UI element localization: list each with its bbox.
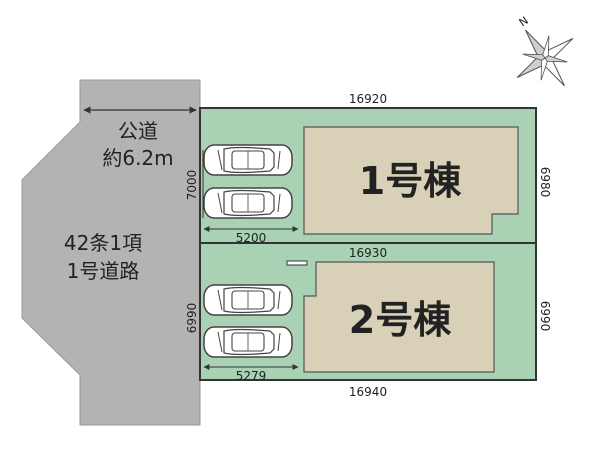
utility-marker bbox=[286, 260, 308, 266]
dim-lot2-parking-width: 5279 bbox=[236, 369, 267, 383]
compass-north-label: N bbox=[517, 14, 531, 29]
building-2-label: 2号棟 bbox=[349, 298, 452, 342]
car-icon bbox=[203, 326, 293, 358]
dim-lot2-left-depth: 6990 bbox=[185, 303, 199, 334]
car-icon bbox=[203, 144, 293, 176]
dim-top-width: 16920 bbox=[349, 92, 387, 106]
building-1 bbox=[303, 126, 519, 235]
dim-lot1-left-depth: 7000 bbox=[185, 170, 199, 201]
dim-lot2-right-depth: 6990 bbox=[538, 301, 552, 332]
building-2 bbox=[303, 261, 495, 373]
road-label-4: 1号道路 bbox=[67, 259, 140, 283]
dim-lot1-parking-width: 5200 bbox=[236, 231, 267, 245]
dim-bottom-width: 16940 bbox=[349, 385, 387, 399]
road-label-1: 公道 bbox=[118, 119, 158, 143]
road-label-3: 42条1項 bbox=[64, 231, 142, 255]
car-icon bbox=[203, 187, 293, 219]
building-1-label: 1号棟 bbox=[359, 159, 462, 203]
dim-lot1-right-depth: 6980 bbox=[538, 167, 552, 198]
compass-rose-icon bbox=[516, 29, 574, 87]
dim-middle-width: 16930 bbox=[349, 246, 387, 260]
car-icon bbox=[203, 284, 293, 316]
road-label-2: 約6.2m bbox=[102, 146, 173, 170]
